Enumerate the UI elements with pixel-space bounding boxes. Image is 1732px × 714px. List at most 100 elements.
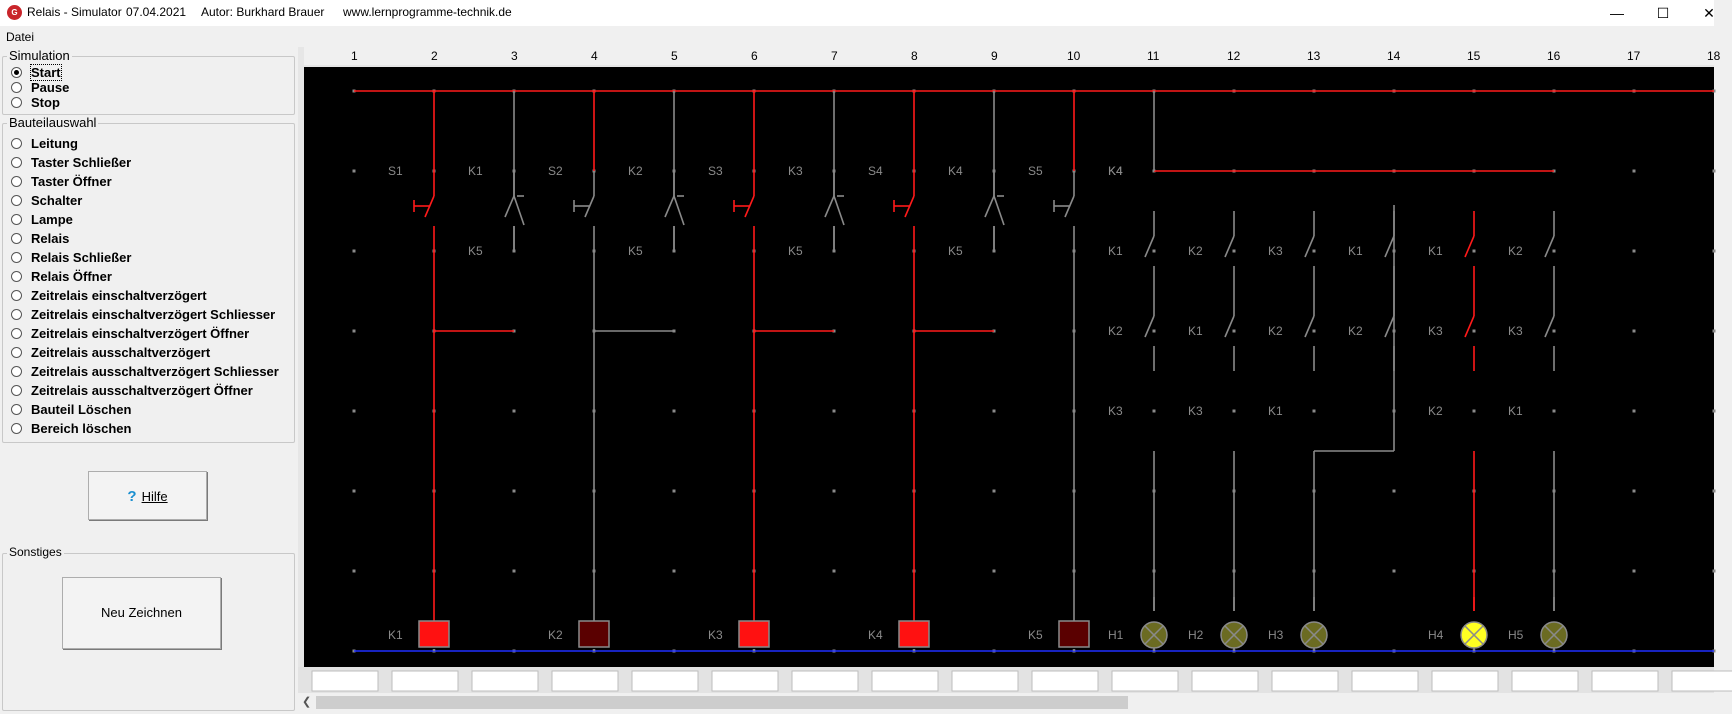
schematic-background: [304, 67, 1714, 667]
radio-part-lampe[interactable]: Lampe: [11, 212, 73, 230]
grid-dot: [992, 489, 996, 493]
radio-indicator[interactable]: [11, 347, 22, 359]
radio-part-relais[interactable]: Relais: [11, 231, 69, 249]
contact-label: K1: [1508, 404, 1523, 418]
radio-part-taster-schliesser[interactable]: Taster Schließer: [11, 155, 131, 173]
radio-indicator[interactable]: [11, 328, 22, 340]
grid-dot: [1312, 409, 1316, 413]
radio-pause[interactable]: Pause: [11, 80, 69, 98]
radio-indicator[interactable]: [11, 176, 22, 188]
column-label: 16: [1547, 49, 1561, 63]
lamp-label: H1: [1108, 628, 1124, 642]
radio-indicator[interactable]: [11, 309, 22, 321]
help-button[interactable]: ?Hilfe: [88, 471, 207, 520]
column-label: 2: [431, 49, 438, 63]
redraw-button[interactable]: Neu Zeichnen: [62, 577, 221, 649]
grid-dot: [1712, 569, 1716, 573]
contact-label: K3: [1268, 244, 1283, 258]
maximize-icon[interactable]: ☐: [1656, 5, 1670, 21]
button-label: S3: [708, 164, 723, 178]
radio-indicator[interactable]: [11, 214, 22, 226]
radio-indicator[interactable]: [11, 366, 22, 378]
hold-contact-K2: [664, 195, 675, 218]
radio-part-relais-oeffner[interactable]: Relais Öffner: [11, 269, 112, 287]
contact-label: K3: [1428, 324, 1443, 338]
radio-start[interactable]: Start: [11, 64, 62, 83]
radio-part-zeitrelais-aus-schliesser[interactable]: Zeitrelais ausschaltverzögert Schliesser: [11, 364, 279, 382]
scroll-left-icon[interactable]: ❮: [302, 696, 312, 708]
grid-dot: [1232, 409, 1236, 413]
contact-label: K2: [628, 164, 643, 178]
radio-part-zeitrelais-ein[interactable]: Zeitrelais einschaltverzögert: [11, 288, 207, 306]
contact-label: K2: [1428, 404, 1443, 418]
radio-indicator[interactable]: [11, 252, 22, 264]
column-cell: [391, 670, 459, 692]
menu-file[interactable]: Datei: [6, 30, 35, 44]
break-contact-K5: [673, 195, 685, 226]
lamp-contact: [1384, 235, 1395, 258]
radio-part-zeitrelais-aus[interactable]: Zeitrelais ausschaltverzögert: [11, 345, 210, 363]
grid-dot: [1712, 249, 1716, 253]
radio-indicator[interactable]: [11, 290, 22, 302]
scroll-thumb[interactable]: [316, 696, 1128, 709]
close-icon[interactable]: ✕: [1703, 5, 1715, 21]
grid-dot: [1152, 409, 1156, 413]
horizontal-scrollbar[interactable]: ❮: [298, 693, 1714, 712]
column-cell: [791, 670, 859, 692]
radio-indicator[interactable]: [11, 138, 22, 150]
grid-dot: [1232, 329, 1236, 333]
lamp-cross: [1304, 625, 1324, 645]
radio-indicator[interactable]: [11, 271, 22, 283]
radio-part-zeitrelais-ein-oeffner[interactable]: Zeitrelais einschaltverzögert Öffner: [11, 326, 249, 344]
radio-part-label: Zeitrelais einschaltverzögert Schliesser: [31, 307, 276, 322]
column-label: 15: [1467, 49, 1481, 63]
minimize-icon[interactable]: —: [1610, 5, 1624, 21]
coil-label: K4: [868, 628, 883, 642]
wires: [354, 90, 1714, 652]
radio-start-indicator[interactable]: [11, 67, 22, 79]
grid-dot: [1712, 409, 1716, 413]
radio-stop-label: Stop: [31, 95, 60, 110]
contact-label: K3: [788, 164, 803, 178]
radio-part-bereich-loeschen[interactable]: Bereich löschen: [11, 421, 131, 439]
column-label: 14: [1387, 49, 1401, 63]
radio-part-schalter[interactable]: Schalter: [11, 193, 82, 211]
lamp-label: H4: [1428, 628, 1444, 642]
radio-part-taster-oeffner[interactable]: Taster Öffner: [11, 174, 112, 192]
radio-part-zeitrelais-ein-schliesser[interactable]: Zeitrelais einschaltverzögert Schliesser: [11, 307, 275, 325]
column-cell: [311, 670, 379, 692]
column-label: 5: [671, 49, 678, 63]
radio-part-label: Zeitrelais ausschaltverzögert Schliesser: [31, 364, 279, 379]
radio-stop-indicator[interactable]: [11, 97, 22, 109]
grid-dot: [672, 409, 676, 413]
column-cell: [631, 670, 699, 692]
column-cell: [1671, 670, 1732, 692]
radio-indicator[interactable]: [11, 423, 22, 435]
radio-pause-indicator[interactable]: [11, 82, 22, 94]
lamp-cross: [1224, 625, 1244, 645]
radio-indicator[interactable]: [11, 195, 22, 207]
radio-indicator[interactable]: [11, 404, 22, 416]
relay-coil-K3: [738, 620, 770, 648]
radio-part-bauteil-loeschen[interactable]: Bauteil Löschen: [11, 402, 131, 420]
button-label: S5: [1028, 164, 1043, 178]
grid-dot: [672, 569, 676, 573]
radio-indicator[interactable]: [11, 385, 22, 397]
radio-part-label: Taster Schließer: [31, 155, 132, 170]
grid-dot: [352, 249, 356, 253]
radio-part-zeitrelais-aus-oeffner[interactable]: Zeitrelais ausschaltverzögert Öffner: [11, 383, 253, 401]
radio-part-leitung[interactable]: Leitung: [11, 136, 78, 154]
grid-dot: [1632, 169, 1636, 173]
radio-part-label: Zeitrelais einschaltverzögert: [31, 288, 207, 303]
lamp-contact: [1544, 315, 1555, 338]
radio-indicator[interactable]: [11, 157, 22, 169]
contact-label: K3: [1188, 404, 1203, 418]
grid-dot: [1632, 329, 1636, 333]
radio-part-relais-schliesser[interactable]: Relais Schließer: [11, 250, 131, 268]
radio-stop[interactable]: Stop: [11, 95, 60, 113]
simulation-group-title: Simulation: [7, 48, 72, 63]
grid-dot: [1712, 169, 1716, 173]
grid-dot: [1312, 329, 1316, 333]
radio-indicator[interactable]: [11, 233, 22, 245]
